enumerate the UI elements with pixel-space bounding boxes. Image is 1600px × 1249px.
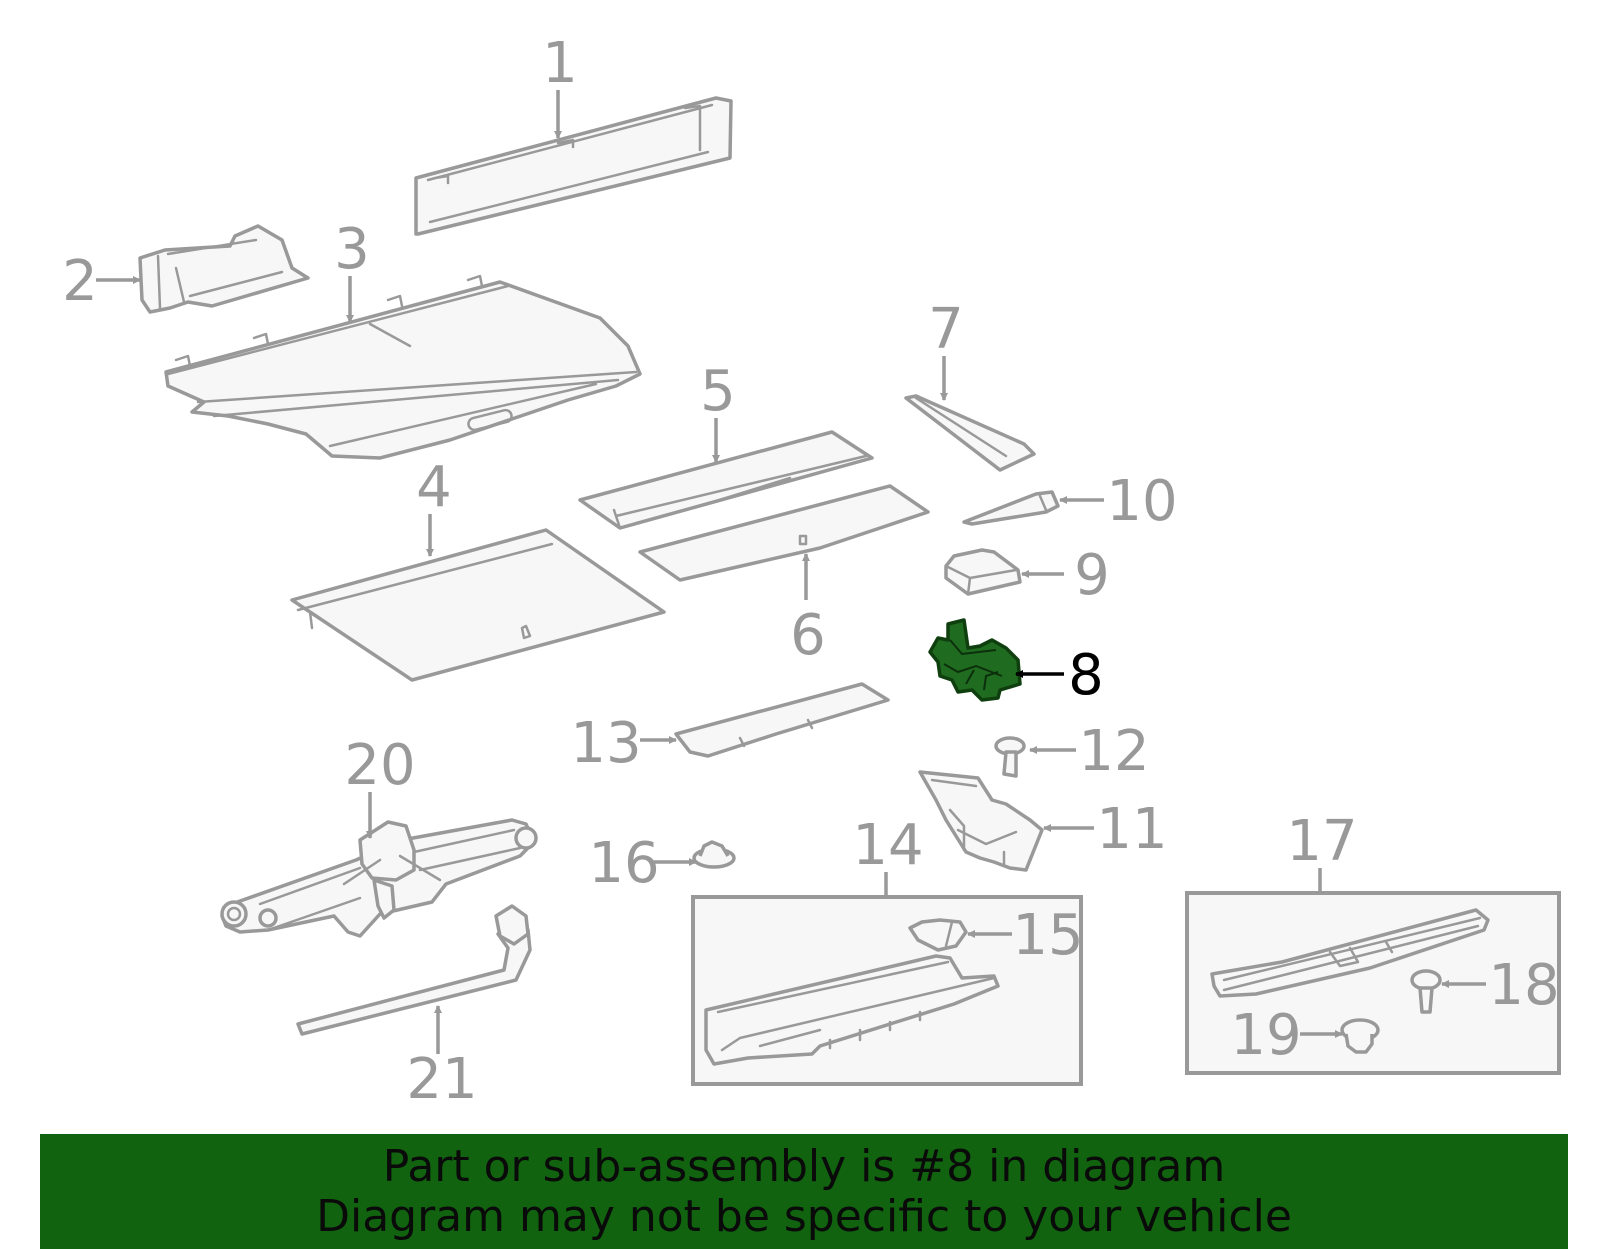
callout-21: 21 [406,1047,477,1112]
part-1-trim-panel[interactable] [414,96,733,236]
callout-10: 10 [1106,469,1177,534]
part-11-tray[interactable] [918,770,1044,872]
callout-19: 19 [1230,1003,1301,1068]
part-9-block[interactable] [944,548,1022,596]
callout-4: 4 [416,455,452,520]
part-19-grommet[interactable] [1340,1018,1380,1054]
part-2-bracket[interactable] [138,224,310,314]
banner-line-1: Part or sub-assembly is #8 in diagram [382,1140,1226,1192]
part-14-sill-trim[interactable] [704,954,1000,1066]
part-4-floor-board[interactable] [290,528,666,682]
part-7-panel[interactable] [904,394,1036,472]
info-banner: Part or sub-assembly is #8 in diagram Di… [40,1134,1568,1249]
callout-9: 9 [1074,543,1110,608]
callout-7: 7 [928,297,964,362]
callout-18: 18 [1488,953,1559,1018]
part-20-scissor-jack[interactable] [220,818,538,938]
part-6-deck-board[interactable] [638,484,930,582]
callout-2: 2 [62,249,98,314]
part-15-cap[interactable] [908,918,968,952]
callout-16: 16 [588,831,659,896]
part-13-strip[interactable] [674,682,890,758]
part-21-lug-wrench[interactable] [296,904,532,1036]
part-17-scuff-plate[interactable] [1210,908,1490,998]
callout-8: 8 [1068,643,1104,708]
part-8-highlighted-bracket[interactable] [928,618,1022,702]
part-16-plug[interactable] [692,840,736,869]
callout-3: 3 [334,217,370,282]
callout-12: 12 [1078,719,1149,784]
part-12-push-pin[interactable] [994,736,1026,778]
part-5-deck-board[interactable] [578,430,874,530]
callout-20: 20 [344,733,415,798]
callout-15: 15 [1012,903,1083,968]
callout-13: 13 [570,711,641,776]
callout-1: 1 [542,31,578,96]
part-18-clip[interactable] [1410,969,1442,1014]
part-10-clip[interactable] [962,490,1060,526]
callout-11: 11 [1096,797,1167,862]
callout-6: 6 [790,603,826,668]
callout-5: 5 [700,359,736,424]
banner-line-2: Diagram may not be specific to your vehi… [316,1190,1292,1242]
callout-14: 14 [852,813,923,878]
part-3-tonneau-cover[interactable] [164,274,642,460]
callout-17: 17 [1286,809,1357,874]
